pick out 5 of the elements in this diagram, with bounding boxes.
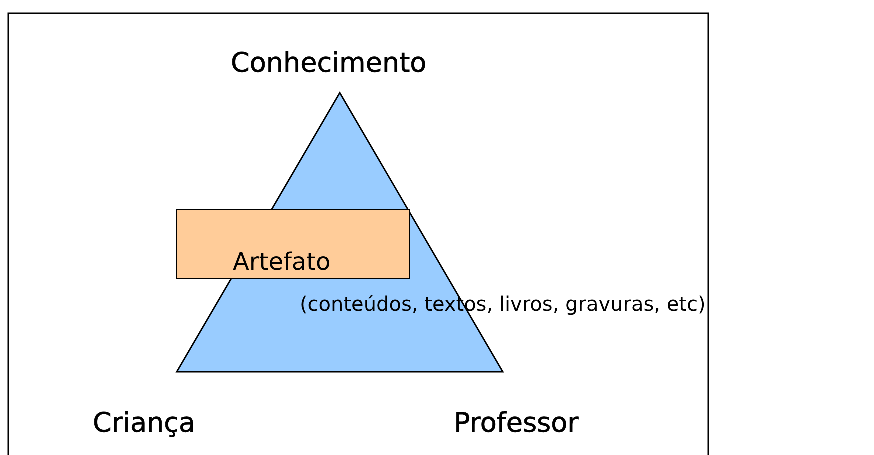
vertex-label: Professor <box>454 408 579 440</box>
vertex-label: Conhecimento <box>231 48 427 80</box>
artifact-box <box>176 209 410 279</box>
node-label: Artefato <box>233 248 331 276</box>
vertex-label: Criança <box>93 408 196 440</box>
